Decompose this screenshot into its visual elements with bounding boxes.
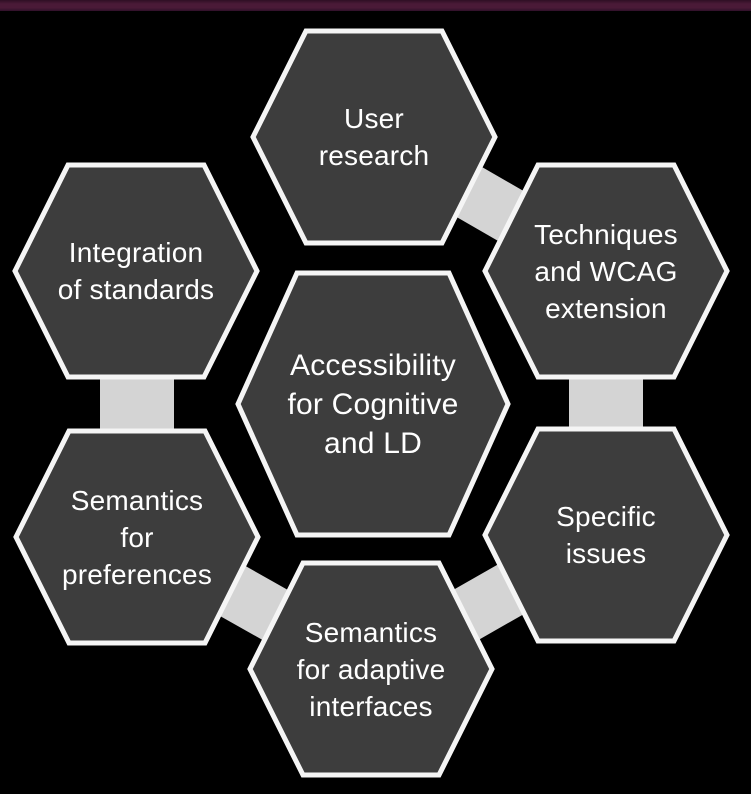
hexagon-shape bbox=[482, 426, 730, 644]
hexagon-shape bbox=[13, 428, 261, 646]
hexagon-label-user-research: User research bbox=[318, 103, 430, 171]
hexagon-shape bbox=[482, 162, 730, 380]
hexagon-accessibility-cognitive-ld: Accessibility for Cognitive and LD bbox=[235, 270, 511, 538]
hexagon-label-accessibility-cognitive-ld: Accessibility for Cognitive and LD bbox=[287, 348, 459, 460]
hexagon-label-specific-issues: Specific issues bbox=[556, 501, 656, 569]
hexagon-label-semantics-preferences: Semantics for preferences bbox=[61, 484, 213, 590]
hexagon-semantics-adaptive: Semantics for adaptive interfaces bbox=[247, 560, 495, 778]
hexagon-shape bbox=[12, 162, 260, 380]
slide-top-accent-bar bbox=[0, 0, 751, 11]
hexagon-integration-standards: Integration of standards bbox=[12, 162, 260, 380]
hexagon-specific-issues: Specific issues bbox=[482, 426, 730, 644]
hexagon-label-techniques-wcag: Techniques and WCAG extension bbox=[534, 218, 678, 324]
hexagon-techniques-wcag: Techniques and WCAG extension bbox=[482, 162, 730, 380]
hexagon-shape bbox=[235, 270, 511, 538]
hexagon-shape bbox=[247, 560, 495, 778]
hexagon-user-research: User research bbox=[250, 28, 498, 246]
hexagon-label-integration-standards: Integration of standards bbox=[57, 237, 215, 305]
hexagon-shape bbox=[250, 28, 498, 246]
hexagon-semantics-preferences: Semantics for preferences bbox=[13, 428, 261, 646]
hexagon-label-semantics-adaptive: Semantics for adaptive interfaces bbox=[296, 616, 446, 722]
